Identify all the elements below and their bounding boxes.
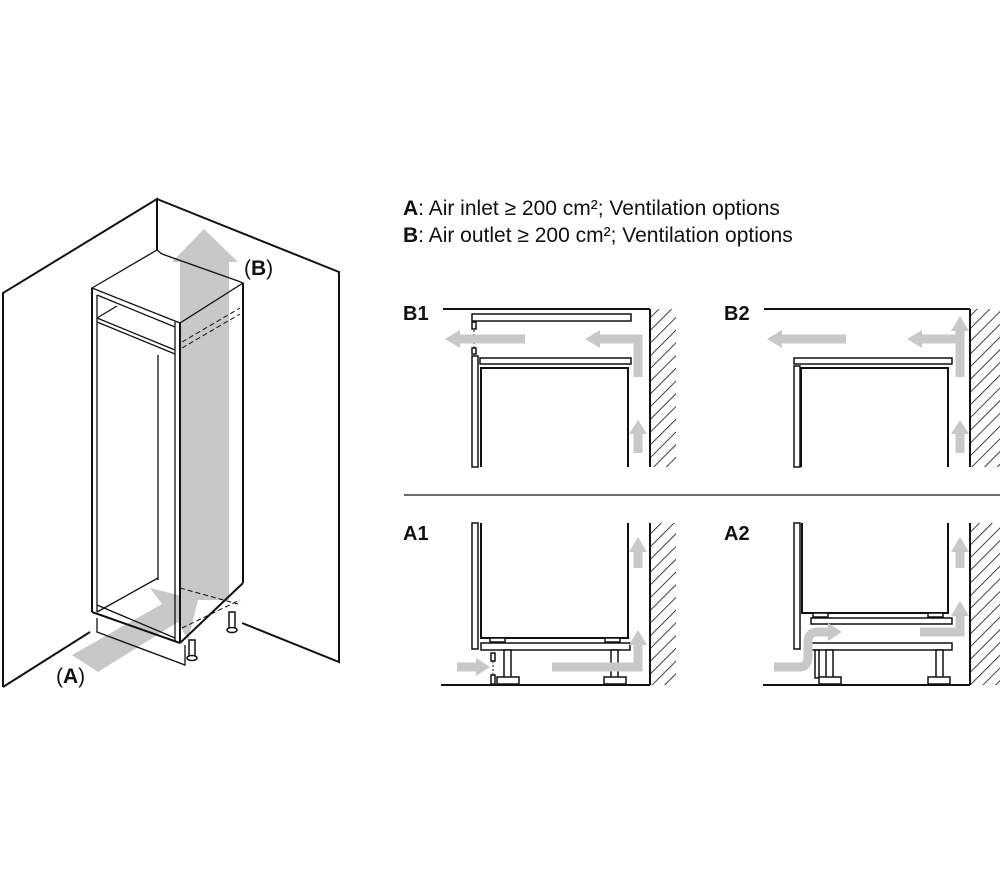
top-panel — [471, 313, 632, 322]
label-outlet-b: (B) — [244, 257, 273, 280]
appliance — [480, 367, 629, 467]
wall-hatch — [970, 523, 1000, 685]
outlet-airflow-arrow — [172, 229, 238, 600]
right-wall — [156, 198, 340, 664]
wall-hatch — [650, 523, 676, 685]
appliance — [800, 367, 949, 467]
legend-air-outlet: B: Air outlet ≥ 200 cm²; Ventilation opt… — [403, 224, 793, 247]
panel-label-a1: A1 — [403, 523, 429, 545]
panel-label-b2: B2 — [724, 303, 750, 325]
door — [471, 355, 479, 468]
door — [793, 522, 801, 650]
appliance — [480, 523, 629, 639]
panel-b1: B1 — [403, 303, 676, 468]
plinth-panel — [810, 642, 953, 651]
panel-a2: A2 — [724, 522, 1000, 686]
isometric-cabinet-view: (B) (A) — [2, 197, 340, 688]
inlet-airflow-arrow — [72, 588, 198, 672]
left-wall-floor-edge — [2, 631, 91, 688]
panel-b2: B2 — [724, 303, 1000, 468]
panel-a1: A1 — [403, 522, 676, 686]
wall-hatch — [650, 309, 676, 467]
label-inlet-a: (A) — [56, 665, 85, 688]
door — [793, 365, 801, 468]
panel-label-b1: B1 — [403, 303, 429, 325]
appliance — [801, 523, 949, 614]
panel-label-a2: A2 — [724, 523, 750, 545]
left-wall — [2, 197, 158, 687]
wall-hatch — [970, 309, 1000, 467]
door — [471, 522, 479, 650]
plinth-panel — [480, 642, 631, 651]
legend-air-inlet: A: Air inlet ≥ 200 cm²; Ventilation opti… — [403, 197, 780, 220]
